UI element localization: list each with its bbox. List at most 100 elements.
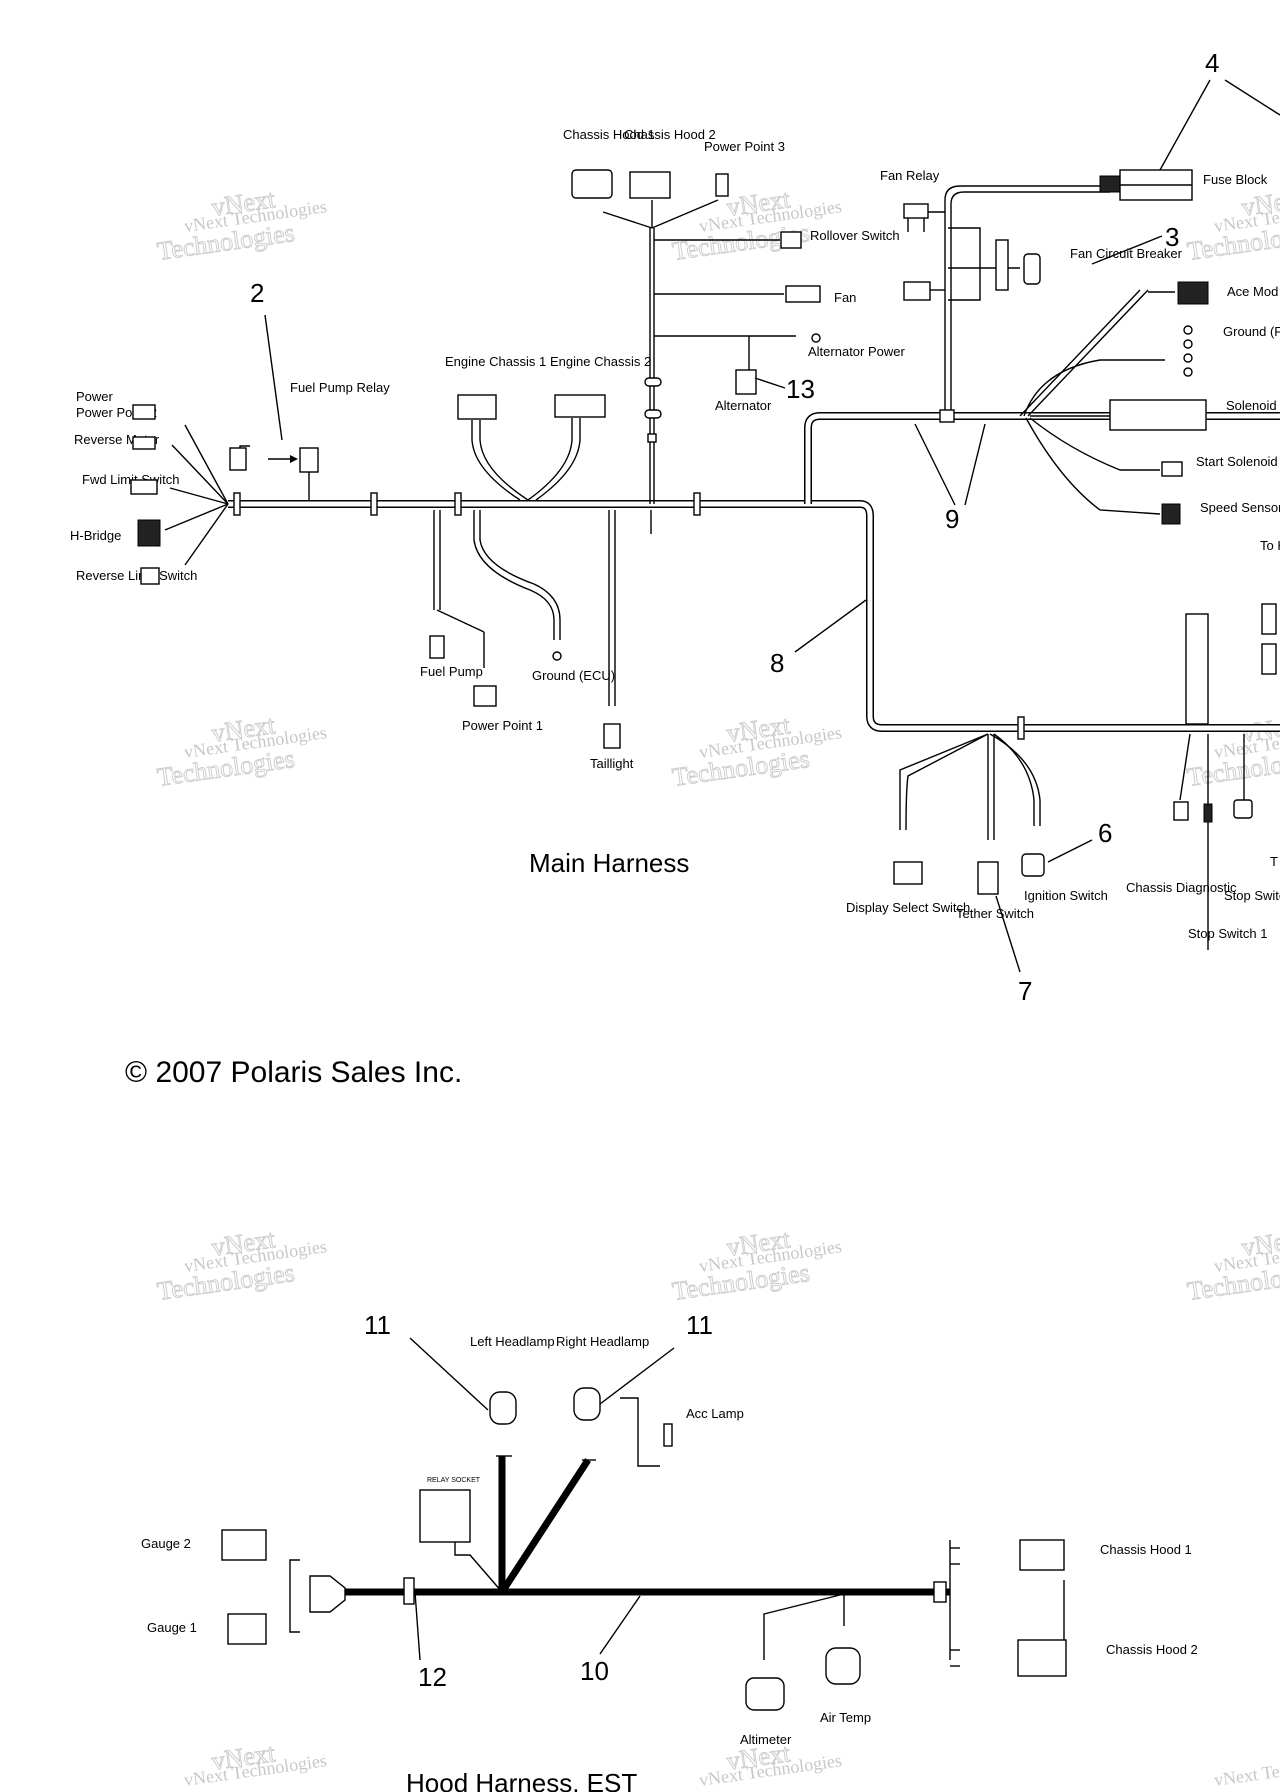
upper-harness-loop-inner	[805, 413, 1280, 504]
main-harness-title: Main Harness	[529, 848, 689, 878]
ground-frame-terminal	[1183, 325, 1193, 335]
svg-text:vNext Technologies: vNext Technologies	[1213, 1750, 1280, 1790]
chassis-hood-2-connector	[629, 171, 671, 199]
callout-11-left: 11	[364, 1310, 391, 1340]
fan-connector	[785, 285, 821, 303]
altimeter-label: Altimeter	[740, 1732, 792, 1747]
gauge-harness-end	[309, 1575, 346, 1613]
left-headlamp-label: Left Headlamp	[470, 1334, 555, 1349]
h-bridge-label: H-Bridge	[70, 528, 121, 543]
power-point-2-label: Power	[76, 389, 114, 404]
acc-lamp-label: Acc Lamp	[686, 1406, 744, 1421]
hood-harness-headlamp-right	[499, 1458, 591, 1594]
harness-tie	[403, 1577, 415, 1605]
fan-circuit-breaker-bracket	[995, 239, 1009, 291]
ignition-switch-connector	[1021, 853, 1045, 877]
fuel-pump-label: Fuel Pump	[420, 664, 483, 679]
engine-chassis-2-label: Engine Chassis 2	[550, 354, 651, 369]
fuel-pump-connector	[429, 635, 445, 659]
altimeter-connector	[745, 1677, 785, 1711]
callout-3: 3	[1165, 222, 1179, 252]
main-harness: Power Power Point 2 Reverse Motor Fwd Li…	[70, 48, 1280, 1006]
chassis-hood-1-connector	[571, 169, 613, 199]
alternator-label: Alternator	[715, 398, 772, 413]
taillight-label: Taillight	[590, 756, 634, 771]
watermark: vNext Technologies vNext Technologies	[155, 710, 328, 793]
engine-chassis-1-label: Engine Chassis 1	[445, 354, 546, 369]
hood-harness-title: Hood Harness, EST	[406, 1768, 637, 1792]
chassis-diagnostic-label: Chassis Diagnostic	[1126, 880, 1237, 895]
to-harness-connector-b	[1261, 643, 1277, 675]
fan-relay-label: Fan Relay	[880, 168, 940, 183]
fan-circuit-breaker-connector	[1023, 253, 1041, 285]
reverse-limit-switch-label: Reverse Limit Switch	[76, 568, 197, 583]
gauge-1-label: Gauge 1	[147, 1620, 197, 1635]
reverse-limit-switch-connector	[140, 567, 160, 585]
tw-label: T W	[1270, 854, 1280, 869]
alternator-power-terminal	[811, 333, 821, 343]
power-point-3-label: Power Point 3	[704, 139, 785, 154]
watermark: vNext Technologies vNext Technologies	[155, 184, 328, 267]
fan-circuit-breaker-label: Fan Circuit Breaker	[1070, 246, 1183, 261]
callout-10: 10	[580, 1656, 609, 1686]
fwd-limit-switch-connector	[130, 479, 158, 495]
chassis-hood-1-connector	[1019, 1539, 1065, 1571]
arrow-head	[290, 455, 298, 463]
ignition-switch-label: Ignition Switch	[1024, 888, 1108, 903]
stop-switch-2-connector	[1233, 799, 1253, 819]
power-point-1-connector	[473, 685, 497, 707]
rollover-switch-connector	[780, 231, 802, 249]
callout-11-right: 11	[686, 1310, 713, 1340]
taillight-connector	[603, 723, 621, 749]
reverse-motor-connector	[132, 436, 156, 450]
fan-relay-connector	[903, 203, 929, 219]
solenoid-battery-box	[1109, 399, 1207, 431]
watermark: vNext Technologies	[1213, 1750, 1280, 1790]
speed-sensor-connector	[1161, 503, 1181, 525]
stop-switch-1-label: Stop Switch 1	[1188, 926, 1268, 941]
ground-frame-terminal	[1183, 339, 1193, 349]
copyright: © 2007 Polaris Sales Inc.	[125, 1056, 462, 1089]
fuse-block-connector	[1099, 175, 1123, 193]
engine-chassis-1-connector	[457, 394, 497, 420]
main-harness-trunk-inner	[228, 501, 1280, 731]
fan-connector-2	[903, 281, 931, 301]
gauge-1-connector	[227, 1613, 267, 1645]
tether-switch-connector	[977, 861, 999, 895]
fan-label: Fan	[834, 290, 856, 305]
right-headlamp-connector	[573, 1387, 601, 1421]
gauge-2-connector	[221, 1529, 267, 1561]
relay-socket	[419, 1489, 471, 1543]
stop-switch-1-connector	[1203, 803, 1213, 823]
harness-tie	[370, 492, 378, 516]
chassis-hood-2-label: Chassis Hood 2	[1106, 1642, 1198, 1657]
ace-module-label: Ace Mod	[1227, 284, 1278, 299]
ace-module-connector	[1177, 281, 1209, 305]
speed-sensor-label: Speed Sensor	[1200, 500, 1280, 515]
display-select-switch-label: Display Select Switch	[846, 900, 970, 915]
chassis-hood-2-label: Chassis Hood 2	[624, 127, 716, 142]
ground-frame-terminal	[1183, 367, 1193, 377]
watermark: vNext Technologies vNext Technologies	[670, 184, 843, 267]
power-point-1-label: Power Point 1	[462, 718, 543, 733]
callout-2: 2	[250, 278, 264, 308]
svg-text:vNext: vNext	[1240, 1224, 1280, 1262]
relay-socket-label: RELAY SOCKET	[427, 1477, 481, 1484]
power-point-3-connector	[715, 173, 729, 197]
harness-tie	[939, 409, 955, 423]
leader-line	[264, 314, 283, 441]
engine-chassis-2-connector	[554, 394, 606, 418]
rollover-switch-label: Rollover Switch	[810, 228, 900, 243]
h-bridge-connector	[137, 519, 161, 547]
ground-ecu-terminal	[552, 651, 562, 661]
power-point-2-connector	[132, 404, 156, 420]
harness-tie	[693, 492, 701, 516]
watermark: vNext Technologies vNext Technologies	[155, 1224, 328, 1307]
solenoid-battery-label: Solenoid Battery	[1226, 398, 1280, 413]
callout-12: 12	[418, 1662, 447, 1692]
start-solenoid-connector	[1161, 461, 1183, 477]
start-solenoid-label: Start Solenoid	[1196, 454, 1278, 469]
stop-switch-2-label: Stop Switch 2	[1224, 888, 1280, 903]
callout-4: 4	[1205, 48, 1219, 78]
